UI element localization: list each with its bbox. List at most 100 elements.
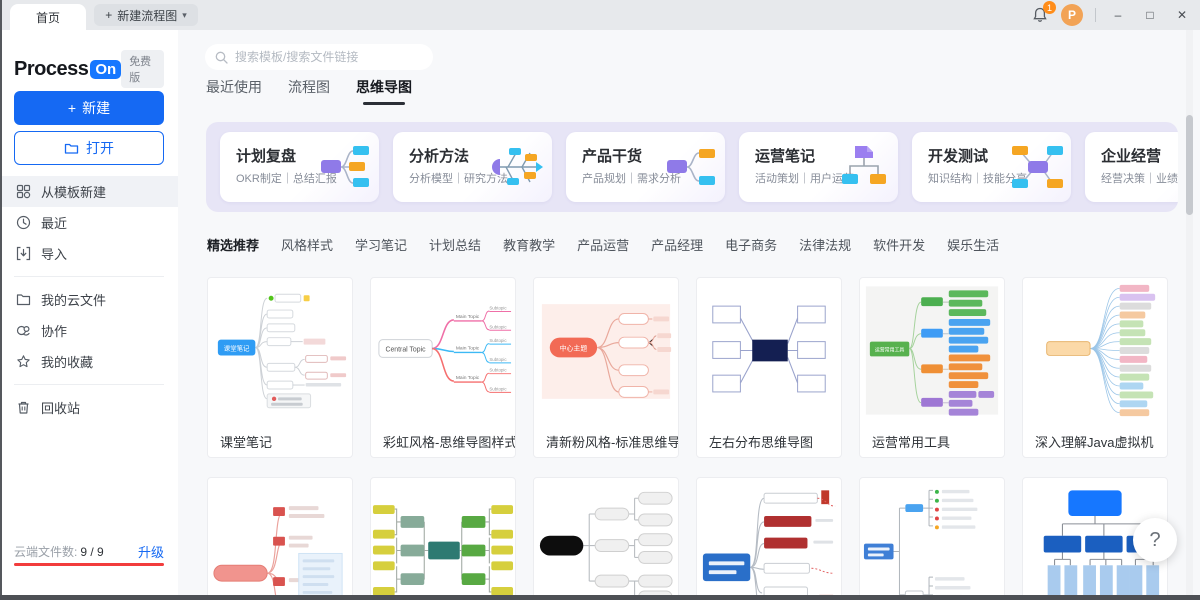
- close-button[interactable]: ✕: [1176, 8, 1188, 22]
- category-card-analysis[interactable]: 分析方法 分析模型｜研究方法: [393, 132, 552, 202]
- logo-text: Process: [14, 57, 89, 80]
- collaboration-icon: [16, 325, 30, 336]
- storage-value: 9 / 9: [80, 544, 104, 559]
- content-tabs: 最近使用 流程图 思维导图: [206, 77, 412, 105]
- preview-bilateral-mindmap: [712, 305, 826, 393]
- tab-flowchart[interactable]: 流程图: [288, 79, 330, 95]
- tab-mindmap[interactable]: 思维导图: [356, 77, 412, 105]
- filter-study-notes[interactable]: 学习笔记: [355, 238, 408, 253]
- category-card-operations[interactable]: 运营笔记 活动策划｜用户运营: [739, 132, 898, 202]
- preview-classroom-notes: 课堂笔记: [217, 293, 347, 409]
- folder-icon: [16, 294, 31, 306]
- category-card-business[interactable]: 企业经营 经营决策｜业绩: [1085, 132, 1178, 202]
- sidebar-item-my-cloud-files[interactable]: 我的云文件: [0, 284, 178, 315]
- scrollbar-thumb[interactable]: [1186, 115, 1193, 215]
- import-icon: [16, 246, 31, 261]
- template-card[interactable]: [859, 477, 1005, 595]
- preview-work-plan-tree: [863, 489, 978, 595]
- trash-icon: [18, 401, 29, 414]
- help-button[interactable]: ?: [1133, 518, 1177, 562]
- search-icon: [215, 51, 228, 64]
- plus-icon: +: [105, 8, 113, 22]
- filter-featured[interactable]: 精选推荐: [207, 238, 260, 253]
- mindmap-icon: [667, 149, 715, 185]
- sidebar-item-recent[interactable]: 最近: [0, 207, 178, 238]
- svg-text:中心主题: 中心主题: [560, 344, 588, 353]
- preview-java-jvm: [1046, 284, 1156, 417]
- template-card-pink-style[interactable]: 中心主题 清新粉风格-标准思维导...: [533, 277, 679, 458]
- svg-text:Subtopic: Subtopic: [489, 306, 507, 311]
- template-card-ops-tools[interactable]: 运营常用工具: [859, 277, 1005, 458]
- maximize-button[interactable]: □: [1146, 8, 1154, 22]
- sidebar-item-trash[interactable]: 回收站: [0, 392, 178, 423]
- filter-legal[interactable]: 法律法规: [799, 238, 852, 253]
- template-card-java-jvm[interactable]: 深入理解Java虚拟机: [1022, 277, 1168, 458]
- search-bar[interactable]: [205, 44, 433, 70]
- svg-text:运营常用工具: 运营常用工具: [875, 346, 905, 353]
- template-card[interactable]: [696, 477, 842, 595]
- minimize-button[interactable]: –: [1114, 8, 1122, 22]
- template-title: 左右分布思维导图: [709, 435, 814, 450]
- svg-text:Subtopic: Subtopic: [489, 368, 507, 373]
- template-card-rainbow-style[interactable]: Central Topic Main Topic Main Topic Main…: [370, 277, 516, 458]
- sidebar-item-import[interactable]: 导入: [0, 238, 178, 269]
- filter-product-manager[interactable]: 产品经理: [651, 238, 704, 253]
- filter-education[interactable]: 教育教学: [503, 238, 556, 253]
- svg-text:课堂笔记: 课堂笔记: [224, 344, 250, 353]
- template-icon: [16, 184, 31, 199]
- preview-pink-notes: [213, 506, 343, 595]
- window-titlebar: 首页 + 新建流程图 ▾ 1 P – □ ✕: [0, 0, 1200, 30]
- svg-text:Main Topic: Main Topic: [456, 346, 480, 352]
- category-card-product[interactable]: 产品干货 产品规划｜需求分析: [566, 132, 725, 202]
- svg-text:Central Topic: Central Topic: [385, 346, 426, 353]
- filter-entertainment[interactable]: 娱乐生活: [947, 238, 1000, 253]
- quota-progress-bar: [14, 563, 164, 566]
- filter-style[interactable]: 风格样式: [281, 238, 334, 253]
- search-input[interactable]: [235, 50, 423, 64]
- template-card[interactable]: [370, 477, 516, 595]
- mindmap-icon: [321, 146, 369, 187]
- template-card[interactable]: [533, 477, 679, 595]
- template-card[interactable]: [207, 477, 353, 595]
- menu-divider: [14, 384, 164, 385]
- notifications-button[interactable]: 1: [1031, 1, 1056, 24]
- tab-new-flowchart[interactable]: + 新建流程图 ▾: [94, 4, 198, 26]
- filter-plan-summary[interactable]: 计划总结: [429, 238, 482, 253]
- filter-product-ops[interactable]: 产品运营: [577, 238, 630, 253]
- main-content: 最近使用 流程图 思维导图 计划复盘 OKR制定｜总结汇报 分析方法 分析模型｜…: [178, 30, 1200, 595]
- filter-software-dev[interactable]: 软件开发: [873, 238, 926, 253]
- upgrade-link[interactable]: 升级: [137, 545, 164, 560]
- fishbone-icon: [492, 148, 543, 185]
- preview-black-tree: [539, 491, 673, 595]
- sidebar-item-from-template[interactable]: 从模板新建: [0, 176, 178, 207]
- svg-text:Main Topic: Main Topic: [456, 375, 480, 381]
- template-card-bilateral-mindmap[interactable]: 左右分布思维导图: [696, 277, 842, 458]
- category-card-plan-review[interactable]: 计划复盘 OKR制定｜总结汇报: [220, 132, 379, 202]
- storage-label: 云端文件数:: [14, 545, 78, 559]
- template-title: 深入理解Java虚拟机: [1035, 435, 1154, 450]
- logo-on-badge: On: [90, 59, 122, 79]
- tab-home[interactable]: 首页: [10, 4, 86, 30]
- new-button[interactable]: + 新建: [14, 91, 164, 125]
- logo: Process On 免费版: [0, 30, 178, 88]
- preview-exam-notes: [702, 490, 836, 595]
- open-button[interactable]: 打开: [14, 131, 164, 165]
- notification-badge: 1: [1043, 1, 1056, 14]
- sidebar-item-favorites[interactable]: 我的收藏: [0, 346, 178, 377]
- scrollbar-track[interactable]: [1186, 30, 1193, 595]
- filter-ecommerce[interactable]: 电子商务: [725, 238, 778, 253]
- menu-divider: [14, 276, 164, 277]
- storage-quota: 云端文件数: 9 / 9 升级: [14, 542, 164, 561]
- category-card-dev-test[interactable]: 开发测试 知识结构｜技能分享: [912, 132, 1071, 202]
- template-title: 课堂笔记: [220, 435, 273, 450]
- tab-recently-used[interactable]: 最近使用: [206, 79, 262, 95]
- sidebar-item-collaboration[interactable]: 协作: [0, 315, 178, 346]
- template-title: 清新粉风格-标准思维导...: [546, 435, 678, 450]
- template-card-classroom-notes[interactable]: 课堂笔记: [207, 277, 353, 458]
- bell-icon: [1033, 7, 1047, 22]
- tab-home-label: 首页: [35, 10, 60, 25]
- avatar[interactable]: P: [1061, 4, 1083, 26]
- titlebar-right: 1 P – □ ✕: [1031, 0, 1192, 30]
- mindmap-x-icon: [1012, 146, 1063, 188]
